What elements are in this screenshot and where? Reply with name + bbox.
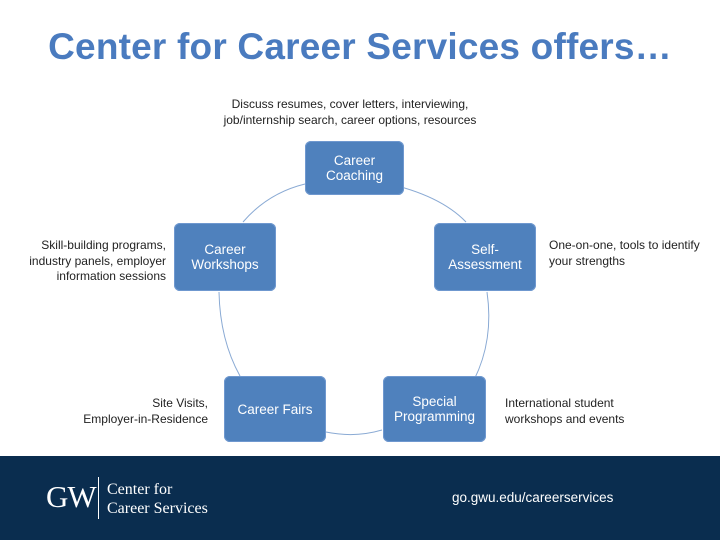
description-career-coaching: Discuss resumes, cover letters, intervie… xyxy=(223,97,477,127)
gw-logo-mark: GW xyxy=(46,479,97,514)
node-career-coaching: Career Coaching xyxy=(305,141,404,195)
footer-url: go.gwu.edu/careerservices xyxy=(452,490,614,505)
logo-divider xyxy=(98,477,99,519)
description-career-workshops: Skill-building programs, industry panels… xyxy=(29,238,166,283)
description-career-fairs: Site Visits, Employer-in-Residence xyxy=(83,396,208,426)
description-special-programming: International student workshops and even… xyxy=(505,396,625,426)
connector-fairs-workshops xyxy=(218,291,241,377)
node-self-assessment: Self- Assessment xyxy=(434,223,536,291)
node-career-workshops: Career Workshops xyxy=(174,223,276,291)
logo-text: Center for Career Services xyxy=(107,480,208,518)
node-special-programming: Special Programming xyxy=(383,376,486,442)
connector-special-fairs xyxy=(325,429,383,436)
cycle-connectors xyxy=(218,182,490,436)
logo-line-1: Center for xyxy=(107,481,173,498)
logo-line-2: Career Services xyxy=(107,500,208,517)
node-career-fairs: Career Fairs xyxy=(224,376,326,442)
footer-bar: GW Center for Career Services go.gwu.edu… xyxy=(0,456,720,540)
connector-assessment-special xyxy=(473,291,490,381)
description-self-assessment: One-on-one, tools to identify your stren… xyxy=(549,238,700,268)
page-title: Center for Career Services offers… xyxy=(48,26,672,67)
connector-workshops-coaching xyxy=(242,183,306,223)
